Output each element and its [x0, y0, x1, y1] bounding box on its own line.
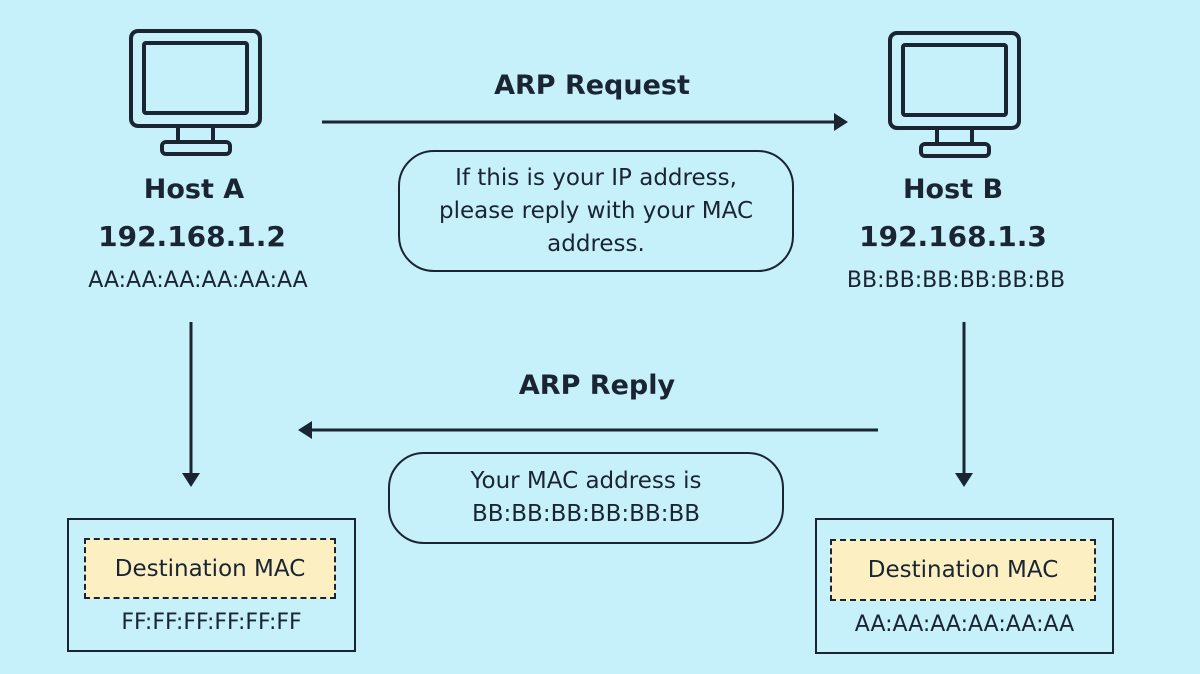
- host-a-monitor-icon: [129, 29, 262, 156]
- arp-request-message-line: please reply with your MAC: [438, 197, 754, 224]
- destination-mac-label: Destination MAC: [114, 555, 306, 582]
- destination-mac-label: Destination MAC: [867, 557, 1059, 583]
- arp-request-label: ARP Request: [494, 70, 690, 101]
- host-b-name: Host B: [902, 174, 1004, 205]
- host-a-frame: [67, 518, 356, 652]
- arp-request-message-line: If this is your IP address,: [455, 164, 737, 191]
- host-a-ip: 192.168.1.2: [98, 220, 286, 253]
- host-b-monitor-icon: [888, 31, 1021, 158]
- arp-reply-label: ARP Reply: [518, 370, 676, 401]
- host-b-frame-mac-value: AA:AA:AA:AA:AA:AA: [854, 612, 1075, 637]
- host-b-frame: [815, 518, 1114, 654]
- host-a-frame-mac-value: FF:FF:FF:FF:FF:FF: [121, 610, 302, 635]
- arp-request-message-line: address.: [547, 230, 645, 257]
- host-b-mac: BB:BB:BB:BB:BB:BB: [846, 268, 1066, 293]
- arp-reply-message-line: Your MAC address is: [470, 468, 702, 494]
- arp-reply-arrow: [298, 421, 878, 439]
- host-b-destination-mac-field: Destination MAC: [830, 539, 1096, 601]
- host-a-mac: AA:AA:AA:AA:AA:AA: [88, 268, 308, 293]
- arp-reply-message-bubble: Your MAC address is BB:BB:BB:BB:BB:BB: [388, 452, 784, 544]
- host-b-ip: 192.168.1.3: [859, 220, 1047, 253]
- arp-request-message-bubble: If this is your IP address, please reply…: [398, 150, 794, 272]
- arp-request-arrow: [322, 113, 848, 131]
- host-a-name: Host A: [143, 174, 245, 205]
- host-b-down-arrow: [955, 322, 973, 487]
- host-a-destination-mac-field: Destination MAC: [84, 538, 336, 599]
- arp-reply-message-line: BB:BB:BB:BB:BB:BB: [471, 501, 701, 527]
- host-a-down-arrow: [182, 322, 200, 487]
